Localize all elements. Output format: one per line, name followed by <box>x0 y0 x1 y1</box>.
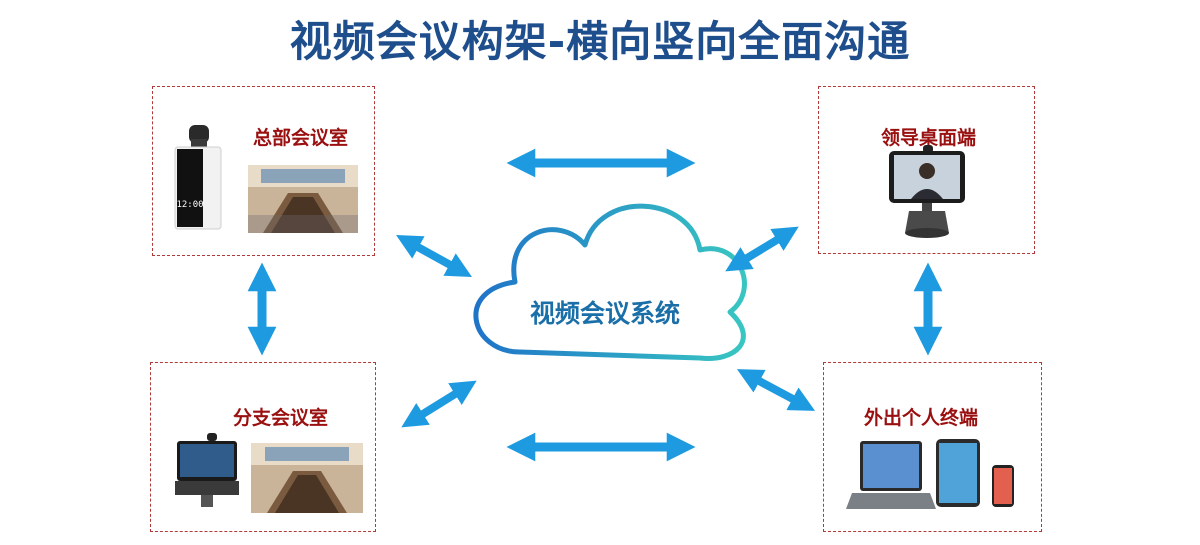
video-terminal-icon: 12:00 <box>174 146 222 230</box>
hq-meeting-room-box: 总部会议室 12:00 <box>152 86 375 256</box>
branch-meeting-room-box: 分支会议室 <box>150 362 376 532</box>
laptop-icon <box>846 441 936 509</box>
leader-desktop-label: 领导桌面端 <box>881 127 977 149</box>
leader-illustration <box>889 145 965 238</box>
smartphone-icon <box>992 465 1014 507</box>
arrow-hq-cloud <box>396 235 472 277</box>
all-in-one-terminal-icon <box>175 433 239 507</box>
conference-room-photo <box>248 165 358 233</box>
ptz-camera-icon <box>189 125 209 149</box>
mobile-terminal-box: 外出个人终端 <box>823 362 1042 532</box>
svg-text:12:00: 12:00 <box>176 200 203 210</box>
arrow-branch-cloud <box>401 380 477 428</box>
branch-conference-room-photo <box>251 443 363 513</box>
hq-meeting-room-label: 总部会议室 <box>253 127 349 149</box>
cloud-shape <box>473 203 747 361</box>
mobile-terminal-label: 外出个人终端 <box>864 407 979 429</box>
mobile-illustration <box>846 439 1014 509</box>
arrow-leader-cloud <box>725 226 799 272</box>
leader-desktop-box: 领导桌面端 <box>818 86 1035 254</box>
arrow-mobile-cloud <box>736 369 816 411</box>
branch-illustration <box>175 433 363 513</box>
tablet-icon <box>936 439 980 507</box>
hq-illustration: 12:00 <box>174 125 358 233</box>
video-conference-system-label: 视频会议系统 <box>529 299 680 328</box>
page-title: 视频会议构架-横向竖向全面沟通 <box>289 17 911 66</box>
branch-meeting-room-label: 分支会议室 <box>233 407 329 429</box>
desktop-video-terminal-icon <box>889 145 965 238</box>
